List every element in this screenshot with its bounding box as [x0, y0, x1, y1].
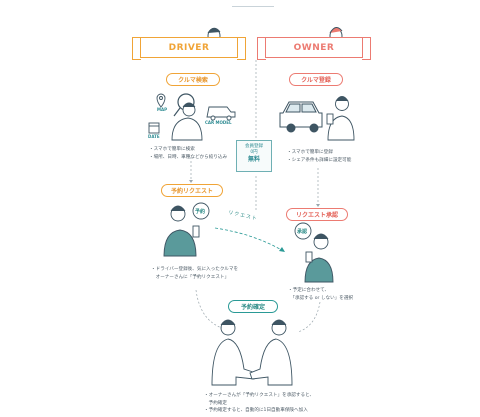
arrow-down-icon: [316, 204, 320, 207]
connector-approval-to-confirm: [297, 301, 321, 333]
driver-label: DRIVER: [168, 42, 210, 53]
driver-search-notes: ・スマホで簡単に検索 ・場所、日時、車種などから絞り込み: [149, 147, 228, 160]
calendar-icon: [148, 122, 160, 134]
request-bubble-text: 予約: [195, 209, 206, 215]
map-label: MAP: [157, 107, 168, 112]
driver-banner: DRIVER: [132, 37, 246, 60]
driver-person-phone-icon: [163, 205, 200, 257]
step-car-register: クルマ登録: [289, 73, 343, 86]
connector-request-to-confirm: [195, 289, 223, 329]
flow-connectors: [190, 60, 321, 333]
request-arrow-icon: [214, 227, 286, 253]
arrow-down-icon: [189, 180, 193, 183]
top-divider: [232, 6, 274, 7]
owner-banner: OWNER: [257, 37, 371, 60]
request-bubble-icon: [192, 202, 210, 220]
owner-person-phone-icon: [326, 96, 355, 141]
searching-person-icon: [171, 102, 203, 141]
owner-car-icon: [279, 101, 323, 133]
owner-approval-notes: ・予定に合わせて、 「承認する or しない」を選択: [288, 288, 354, 301]
request-arrow-head-icon: [279, 247, 285, 252]
confirm-notes: ・オーナーさんが「予約リクエスト」を承認すると、 予約確定 ・予約確定すると、自…: [204, 393, 315, 413]
step-reservation-request: 予約リクエスト: [161, 184, 223, 197]
approve-bubble-icon: [294, 222, 312, 240]
map-pin-icon: [156, 93, 166, 108]
step-car-search: クルマ検索: [166, 73, 220, 86]
free-membership-badge: 会員登録 0円 無料: [236, 140, 272, 172]
car-model-label: CAR MODEL: [205, 120, 232, 125]
car-small-icon: [206, 106, 236, 121]
step-request-approval: リクエスト承認: [286, 208, 348, 221]
driver-request-notes: ・ドライバー登録後、気に入ったクルマを オーナーさんに「予約リクエスト」: [151, 267, 239, 280]
approve-bubble-text: 承認: [297, 229, 308, 235]
handshake-icon: [211, 319, 293, 386]
owner-register-notes: ・スマホで簡単に登録 ・シェア条件も詳細に設定可能: [287, 150, 352, 163]
owner-label: OWNER: [293, 42, 335, 53]
step-booking-confirmed: 予約確定: [228, 300, 278, 313]
owner-approve-person-icon: [304, 233, 334, 283]
date-label: DATE: [148, 134, 160, 139]
